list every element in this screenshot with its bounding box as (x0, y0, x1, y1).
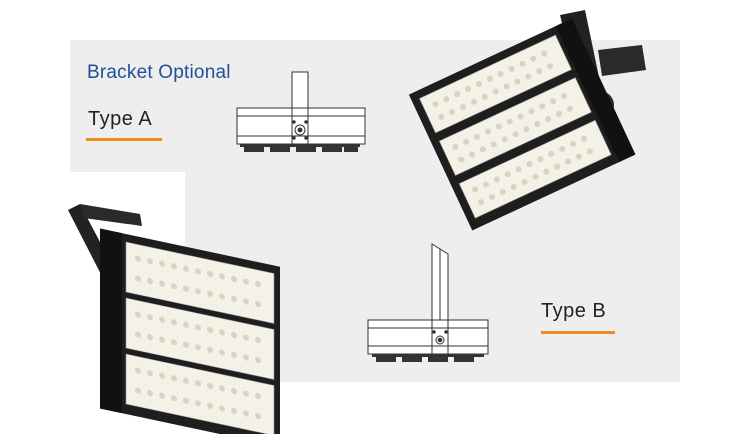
type-a-label: Type A (88, 108, 153, 130)
type-b-underline (541, 331, 615, 334)
type-b-bracket-drawing (367, 243, 489, 362)
type-a-underline (86, 138, 162, 141)
type-b-label: Type B (541, 300, 607, 322)
floodlight-photo-top (408, 10, 646, 231)
floodlight-photo-bottom (68, 204, 280, 434)
type-a-bracket-drawing (236, 71, 366, 152)
bracket-optional-heading: Bracket Optional (87, 62, 231, 83)
